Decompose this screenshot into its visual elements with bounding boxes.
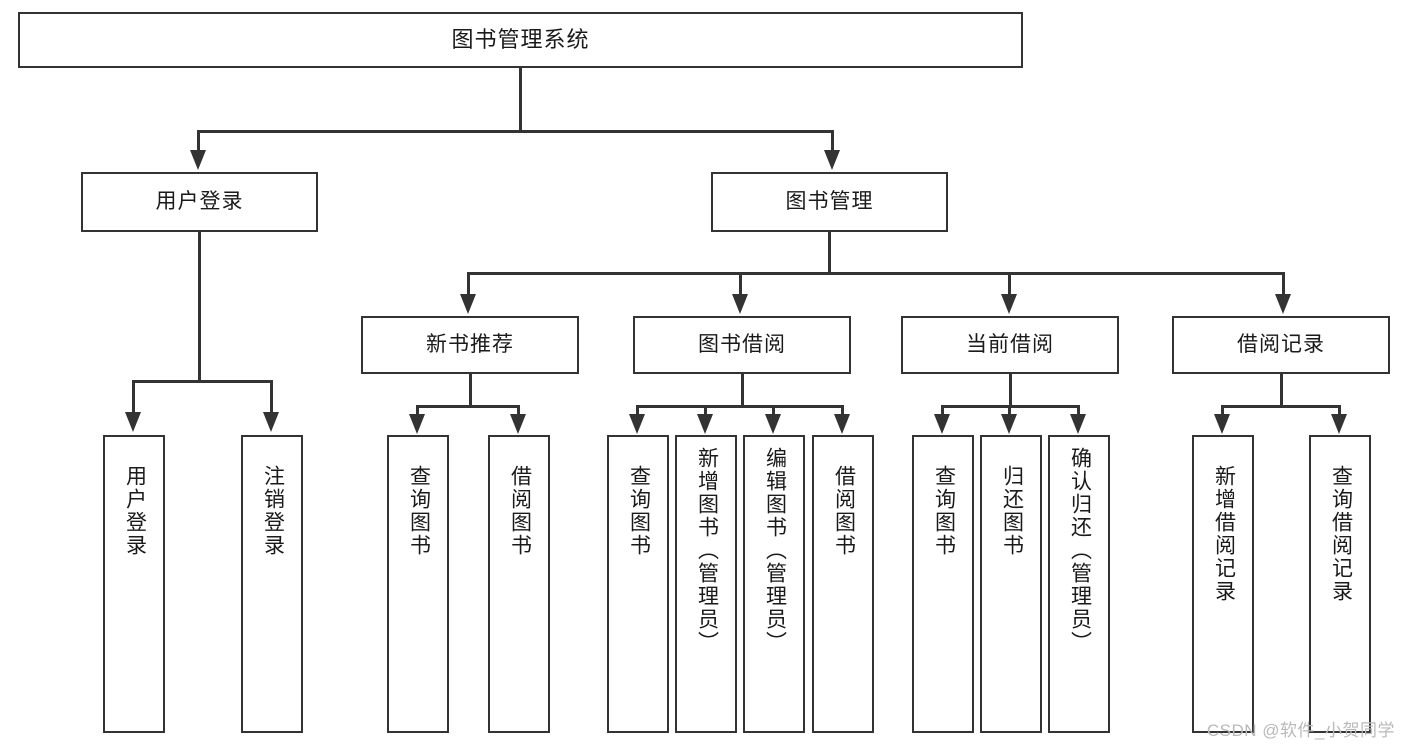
leaf-edit-book-admin[interactable]: 编辑图书（管理员） [743,435,805,733]
arrow-book-borrow-to-leaf-1 [629,414,645,434]
leaf-label: 归还图书 [1000,465,1024,557]
edge-root-stem [519,68,522,132]
edge-root-to-user-login [197,130,200,152]
arrow-user-login-to-leaf-1 [125,412,141,432]
leaf-label: 查询图书 [627,465,651,557]
edge-user-login-to-leaf-2 [270,380,273,414]
edge-new-book-to-leaf-1 [416,405,419,417]
leaf-user-login[interactable]: 用户登录 [103,435,165,733]
leaf-confirm-return-admin[interactable]: 确认归还（管理员） [1048,435,1110,733]
leaf-return-book[interactable]: 归还图书 [980,435,1042,733]
edge-book-borrow-to-leaf-1 [636,405,639,417]
arrow-book-borrow-to-leaf-4 [834,414,850,434]
edge-book-mgmt-to-child-3 [1008,272,1011,296]
arrow-root-to-user-login [190,150,206,170]
edge-book-mgmt-to-child-2 [739,272,742,296]
edge-borrow-record-to-leaf-1 [1221,405,1224,417]
leaf-label: 新增图书（管理员） [695,447,719,654]
leaf-borrow-book-recommend[interactable]: 借阅图书 [488,435,550,733]
edge-user-login-stem [198,232,201,382]
leaf-label: 借阅图书 [832,465,856,557]
arrow-book-mgmt-to-child-2 [732,294,748,314]
leaf-label: 查询图书 [407,465,431,557]
node-label: 借阅记录 [1237,333,1325,357]
leaf-query-book-current[interactable]: 查询图书 [912,435,974,733]
edge-book-borrow-to-leaf-3 [772,405,775,417]
leaf-label: 编辑图书（管理员） [763,447,787,654]
edge-book-borrow-to-leaf-2 [704,405,707,417]
leaf-label: 新增借阅记录 [1212,465,1236,603]
arrow-current-borrow-to-leaf-2 [1001,414,1017,434]
arrow-book-mgmt-to-child-4 [1275,294,1291,314]
csdn-watermark: CSDN @软件_小贺同学 [1206,721,1395,740]
leaf-query-book[interactable]: 查询图书 [607,435,669,733]
arrow-book-mgmt-to-child-3 [1001,294,1017,314]
edge-book-borrow-stem [741,374,744,408]
edge-root-to-book-mgmt [831,130,834,152]
edge-book-mgmt-to-child-4 [1282,272,1285,296]
node-book-borrow[interactable]: 图书借阅 [633,316,851,374]
leaf-user-logout[interactable]: 注销登录 [241,435,303,733]
node-new-book-recommend[interactable]: 新书推荐 [361,316,579,374]
node-label: 用户登录 [155,190,244,214]
leaf-query-borrow-record[interactable]: 查询借阅记录 [1309,435,1371,733]
node-book-management[interactable]: 图书管理 [711,172,948,232]
edge-borrow-record-to-leaf-2 [1338,405,1341,417]
arrow-borrow-record-to-leaf-1 [1214,414,1230,434]
node-root-library-system[interactable]: 图书管理系统 [18,12,1023,68]
edge-new-book-to-leaf-2 [517,405,520,417]
leaf-add-book-admin[interactable]: 新增图书（管理员） [675,435,737,733]
edge-user-login-bus [132,380,270,383]
leaf-label: 查询图书 [932,465,956,557]
edge-current-borrow-to-leaf-2 [1008,405,1011,417]
node-label: 图书管理 [785,190,874,214]
leaf-add-borrow-record[interactable]: 新增借阅记录 [1192,435,1254,733]
edge-book-borrow-to-leaf-4 [841,405,844,417]
node-user-login[interactable]: 用户登录 [81,172,318,232]
arrow-new-book-to-leaf-2 [510,414,526,434]
arrow-user-login-to-leaf-2 [263,412,279,432]
edge-current-borrow-stem [1009,374,1012,408]
edge-user-login-to-leaf-1 [132,380,135,414]
arrow-borrow-record-to-leaf-2 [1331,414,1347,434]
leaf-label: 查询借阅记录 [1329,465,1353,603]
arrow-book-borrow-to-leaf-2 [697,414,713,434]
edge-new-book-bus [416,405,520,408]
node-current-borrow[interactable]: 当前借阅 [901,316,1119,374]
edge-current-borrow-to-leaf-1 [941,405,944,417]
node-borrow-record[interactable]: 借阅记录 [1172,316,1390,374]
node-label: 图书借阅 [698,333,786,357]
edge-borrow-record-bus [1221,405,1339,408]
leaf-borrow-book[interactable]: 借阅图书 [812,435,874,733]
arrow-book-mgmt-to-child-1 [460,294,476,314]
arrow-current-borrow-to-leaf-1 [934,414,950,434]
arrow-current-borrow-to-leaf-3 [1070,414,1086,434]
leaf-label: 用户登录 [123,465,147,557]
edge-new-book-stem [469,374,472,408]
node-label: 图书管理系统 [451,26,590,52]
leaf-query-book-recommend[interactable]: 查询图书 [387,435,449,733]
edge-root-bus [197,130,834,133]
node-label: 新书推荐 [426,333,514,357]
edge-book-borrow-bus [636,405,844,408]
leaf-label: 注销登录 [261,465,285,557]
node-label: 当前借阅 [966,333,1054,357]
edge-book-mgmt-stem [828,232,831,274]
leaf-label: 借阅图书 [508,465,532,557]
arrow-root-to-book-mgmt [824,150,840,170]
edge-current-borrow-to-leaf-3 [1077,405,1080,417]
arrow-new-book-to-leaf-1 [409,414,425,434]
leaf-label: 确认归还（管理员） [1068,447,1092,654]
arrow-book-borrow-to-leaf-3 [765,414,781,434]
edge-borrow-record-stem [1280,374,1283,408]
edge-book-mgmt-to-child-1 [467,272,470,296]
edge-book-mgmt-bus [467,272,1285,275]
